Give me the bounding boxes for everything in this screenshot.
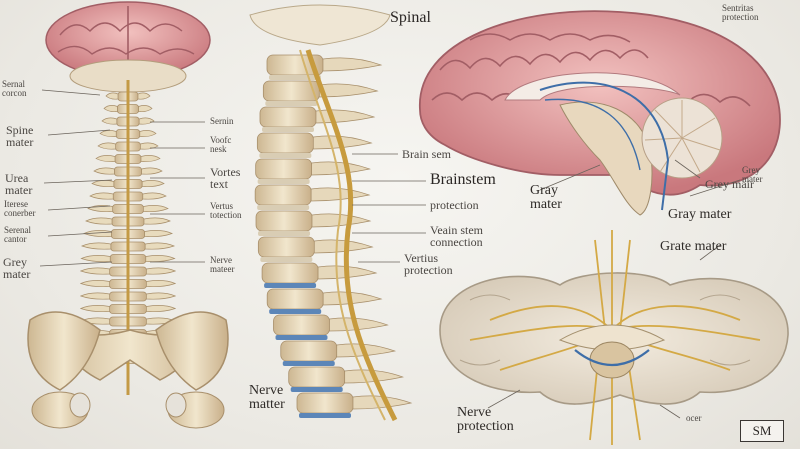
label-grey-mater-left: Grey mater [3, 255, 31, 281]
vertebra-segment [259, 106, 376, 132]
middle-spine [249, 4, 413, 422]
label-sernal-corcon: Sernal corcon [2, 79, 27, 98]
vertebra-process [146, 280, 177, 288]
vertebra-process [146, 305, 177, 313]
vertebra-process [79, 280, 110, 288]
vertebra-process [141, 180, 165, 188]
vertebra-segment [255, 158, 371, 184]
vertebra-process [99, 130, 117, 138]
vertebra-process [97, 142, 116, 150]
label-sernin: Sernin [210, 116, 234, 126]
vertebra-segment [255, 210, 372, 236]
label-vertus-totection: Vertus totection [210, 201, 242, 220]
vertebra-process [139, 130, 157, 138]
vertebra-process [85, 217, 113, 225]
label-iterese-conerber: Iterese conerber [4, 199, 36, 218]
label-sentritas-protection: Sentritas protection [722, 3, 759, 22]
vertebra-process [141, 167, 163, 175]
vertebra-segment [273, 314, 389, 340]
label-urea-mater: Urea mater [5, 171, 33, 197]
vertebra-segment [288, 366, 404, 392]
label-serenal-cantor: Serenal cantor [4, 225, 31, 244]
vertebra-process [81, 242, 112, 250]
left-skeleton [27, 1, 229, 429]
vertebra-segment [254, 184, 371, 210]
vertebra-segment [296, 392, 413, 418]
label-grey-mater-small: Grey mater [742, 165, 763, 184]
vertebra-process [144, 242, 175, 250]
leader-lines [39, 89, 741, 419]
label-vertius-protection: Vertius protection [404, 251, 453, 277]
vertebra-process [144, 230, 173, 238]
vertebra-process [146, 292, 177, 300]
label-protection: protection [430, 198, 479, 212]
sagittal-brain [419, 10, 781, 216]
vertebra-process [143, 205, 169, 213]
label-gray-mater-right: Gray mater [668, 207, 732, 222]
cross-section [439, 230, 789, 445]
label-voofc-nesk: Voofc nesk [210, 135, 232, 154]
label-gray-mater-mid: Gray mater [530, 183, 562, 212]
label-spine-mater: Spine mater [6, 123, 34, 149]
vertebra-process [138, 105, 153, 113]
vertebra-segment [266, 288, 383, 314]
label-grey-mair: Grey mair [705, 177, 754, 191]
vertebra-segment [266, 54, 383, 80]
label-nerve-matter: Nerve matter [249, 383, 285, 412]
vertebra-process [79, 305, 110, 313]
label-veain-stem: Veain stem connection [430, 223, 483, 249]
label-ocer: ocer [686, 413, 702, 423]
label-vortes: Vortes text [210, 165, 241, 191]
vertebra-segment [257, 236, 374, 262]
vertebra-segment [262, 80, 379, 106]
vertebra-process [103, 105, 118, 113]
vertebra-process [89, 192, 114, 200]
watermark-badge: SM [740, 420, 784, 442]
label-nerve-mateer: Nerve mateer [210, 255, 235, 274]
vertebra-process [146, 267, 177, 275]
vertebra-segment [261, 262, 378, 288]
label-brainstem: Brainstem [430, 171, 496, 188]
vertebra-segment [280, 340, 397, 366]
vertebra-process [138, 117, 155, 125]
vertebra-process [93, 167, 115, 175]
vertebra-process [142, 192, 167, 200]
vertebra-process [137, 92, 151, 100]
vertebra-process [145, 255, 176, 263]
label-spinal: Spinal [390, 9, 431, 26]
vertebra-process [79, 292, 110, 300]
label-nerve-protection: Nerve protection [457, 405, 514, 434]
label-brain-sem: Brain sem [402, 147, 451, 161]
vertebra-process [143, 217, 171, 225]
label-grate-mater: Grate mater [660, 239, 727, 254]
vertebra-process [105, 92, 119, 100]
vertebra-process [79, 267, 110, 275]
vertebra-process [140, 155, 161, 163]
vertebra-process [80, 255, 111, 263]
vertebra-process [91, 180, 115, 188]
vertebra-process [101, 117, 118, 125]
vertebra-process [95, 155, 116, 163]
